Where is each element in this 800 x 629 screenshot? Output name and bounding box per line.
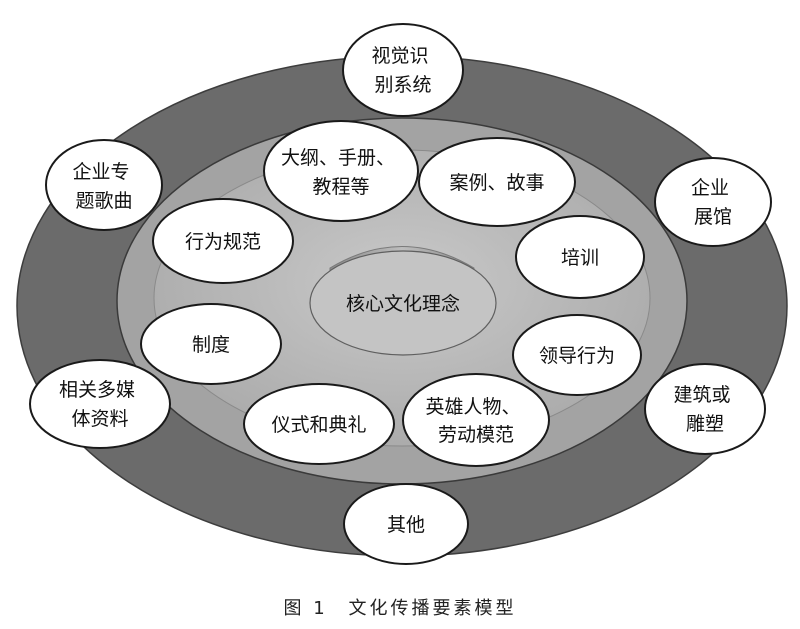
node-other: 其他: [343, 483, 469, 565]
node-leadership-label: 领导行为: [539, 345, 615, 367]
node-media-line1: 相关多媒: [59, 379, 135, 401]
svg-text:企业 展馆: 企业 展馆: [691, 177, 735, 228]
node-other-label: 其他: [387, 514, 425, 536]
figure-number: 图 1: [283, 598, 328, 619]
node-songs-line2: 题歌曲: [75, 190, 132, 212]
figure-title: 文化传播要素模型: [348, 598, 517, 619]
figure-caption: 图 1 文化传播要素模型: [0, 594, 800, 620]
node-architecture: 建筑或 雕塑: [644, 363, 766, 455]
diagram-canvas: 核心文化理念 大纲、手册、 教程等 案例、故事 培训 领导行为 英雄人物、 劳动…: [16, 23, 788, 565]
node-corporate-songs: 企业专 题歌曲: [45, 139, 163, 231]
node-training-label: 培训: [561, 247, 599, 269]
svg-text:相关多媒 体资料: 相关多媒 体资料: [59, 379, 141, 430]
node-ceremony: 仪式和典礼: [243, 383, 395, 465]
node-outline-line2: 教程等: [312, 176, 369, 198]
svg-text:大纲、手册、 教程等: 大纲、手册、 教程等: [281, 147, 401, 198]
node-ceremony-label: 仪式和典礼: [271, 414, 366, 436]
node-leadership: 领导行为: [512, 314, 642, 396]
svg-text:建筑或 雕塑: 建筑或 雕塑: [673, 384, 736, 435]
node-exhibition-line1: 企业: [691, 177, 729, 199]
node-cases-stories: 案例、故事: [418, 137, 576, 227]
node-training: 培训: [515, 215, 645, 299]
svg-text:企业专 题歌曲: 企业专 题歌曲: [72, 161, 135, 212]
node-heroes-line1: 英雄人物、: [425, 396, 520, 418]
svg-text:英雄人物、 劳动模范: 英雄人物、 劳动模范: [425, 396, 526, 446]
node-architecture-line2: 雕塑: [686, 413, 724, 435]
svg-text:视觉识 别系统: 视觉识 别系统: [371, 45, 434, 96]
node-cases-label: 案例、故事: [449, 172, 544, 194]
node-outline-line1: 大纲、手册、: [281, 147, 395, 169]
node-behavior-norms: 行为规范: [152, 198, 294, 284]
node-system-label: 制度: [192, 334, 230, 356]
core-concept-label: 核心文化理念: [346, 292, 460, 315]
node-norms-label: 行为规范: [185, 231, 261, 253]
node-exhibition-hall: 企业 展馆: [654, 157, 772, 247]
node-architecture-line1: 建筑或: [673, 384, 730, 406]
node-songs-line1: 企业专: [72, 161, 129, 183]
node-outline-handbooks: 大纲、手册、 教程等: [263, 120, 419, 222]
node-media-line2: 体资料: [71, 408, 128, 430]
node-multimedia: 相关多媒 体资料: [29, 359, 171, 449]
node-exhibition-line2: 展馆: [694, 206, 732, 228]
node-visual-line2: 别系统: [374, 74, 431, 96]
center-disk: 核心文化理念: [309, 246, 497, 356]
node-heroes-models: 英雄人物、 劳动模范: [402, 373, 550, 467]
node-system: 制度: [140, 303, 282, 385]
node-visual-line1: 视觉识: [371, 45, 428, 67]
node-visual-identity: 视觉识 别系统: [342, 23, 464, 117]
node-heroes-line2: 劳动模范: [438, 424, 514, 446]
